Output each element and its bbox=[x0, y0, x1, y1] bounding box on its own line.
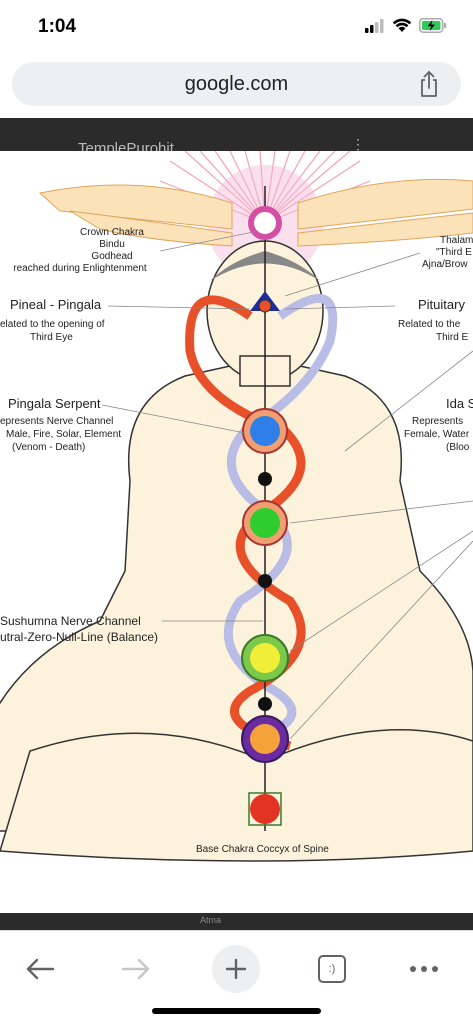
tab-count: :) bbox=[328, 963, 336, 975]
home-indicator[interactable] bbox=[152, 1008, 321, 1014]
more-menu-button[interactable] bbox=[400, 945, 448, 993]
arrow-left-icon bbox=[26, 958, 55, 980]
cellular-signal-icon bbox=[365, 18, 384, 33]
thalamus-label-3: Ajna/Brow bbox=[422, 259, 468, 270]
thalamus-label-2: "Third E bbox=[436, 247, 472, 258]
solar-plexus-chakra bbox=[250, 643, 280, 673]
tab-switcher-icon: :) bbox=[318, 955, 346, 983]
page-bottom-strip: Atma bbox=[0, 914, 473, 930]
pineal-label-1: Pineal - Pingala bbox=[10, 297, 102, 312]
arrow-right-icon bbox=[121, 958, 150, 980]
knot-2 bbox=[258, 574, 272, 588]
status-icons bbox=[365, 18, 447, 33]
heart-chakra bbox=[250, 508, 280, 538]
wifi-icon bbox=[392, 18, 412, 32]
chakra-diagram-image: Crown Chakra Bindu Godhead reached durin… bbox=[0, 150, 473, 913]
sacral-chakra bbox=[250, 724, 280, 754]
base-chakra-label: Base Chakra Coccyx of Spine bbox=[196, 844, 329, 855]
more-icon[interactable]: ⋮ bbox=[351, 136, 365, 152]
crown-label-4: reached during Enlightenment bbox=[13, 263, 147, 274]
more-horizontal-icon bbox=[410, 966, 438, 972]
web-page-content[interactable]: TemplePurohit ⋮ bbox=[0, 118, 473, 918]
pituitary-label-1: Pituitary bbox=[418, 297, 465, 312]
pingala-label-4: (Venom - Death) bbox=[12, 442, 85, 453]
ida-label-1: Ida S bbox=[446, 396, 473, 411]
chakra-diagram-svg: Crown Chakra Bindu Godhead reached durin… bbox=[0, 150, 473, 862]
ida-label-3: Female, Water bbox=[404, 429, 470, 440]
crown-label-1: Crown Chakra bbox=[80, 227, 144, 238]
bottom-strip-text: Atma bbox=[200, 915, 222, 925]
pingala-label-2: epresents Nerve Channel bbox=[0, 416, 113, 427]
pituitary-label-2: Related to the bbox=[398, 319, 461, 330]
share-icon[interactable] bbox=[417, 70, 441, 98]
throat-chakra bbox=[250, 416, 280, 446]
status-time: 1:04 bbox=[38, 16, 77, 37]
thalamus-label-1: Thalam bbox=[440, 235, 473, 246]
sushumna-label-1: Sushumna Nerve Channel bbox=[0, 614, 141, 628]
crown-chakra bbox=[248, 206, 282, 240]
knot-3 bbox=[258, 697, 272, 711]
pingala-label-1: Pingala Serpent bbox=[8, 396, 101, 411]
battery-charging-icon bbox=[419, 18, 447, 33]
pingala-label-3: Male, Fire, Solar, Element bbox=[6, 429, 121, 440]
status-bar: 1:04 bbox=[0, 0, 473, 58]
sushumna-label-2: utral-Zero-Null-Line (Balance) bbox=[0, 630, 158, 644]
forward-button[interactable] bbox=[112, 945, 160, 993]
tab-switcher-button[interactable]: :) bbox=[308, 945, 356, 993]
pineal-label-2: elated to the opening of bbox=[0, 319, 105, 330]
root-chakra bbox=[250, 794, 280, 824]
ida-label-2: Represents bbox=[412, 416, 463, 427]
pineal-label-3: Third Eye bbox=[30, 332, 73, 343]
crown-label-2: Bindu bbox=[99, 239, 125, 250]
crown-label-3: Godhead bbox=[91, 251, 132, 262]
back-button[interactable] bbox=[16, 945, 64, 993]
url-text: google.com bbox=[184, 73, 289, 95]
new-tab-button[interactable] bbox=[212, 945, 260, 993]
ida-label-4: (Bloo bbox=[446, 442, 470, 453]
pituitary-label-3: Third E bbox=[436, 332, 469, 343]
address-bar[interactable]: google.com bbox=[12, 62, 461, 106]
plus-icon bbox=[225, 958, 247, 980]
knot-1 bbox=[258, 472, 272, 486]
wings bbox=[38, 178, 473, 247]
